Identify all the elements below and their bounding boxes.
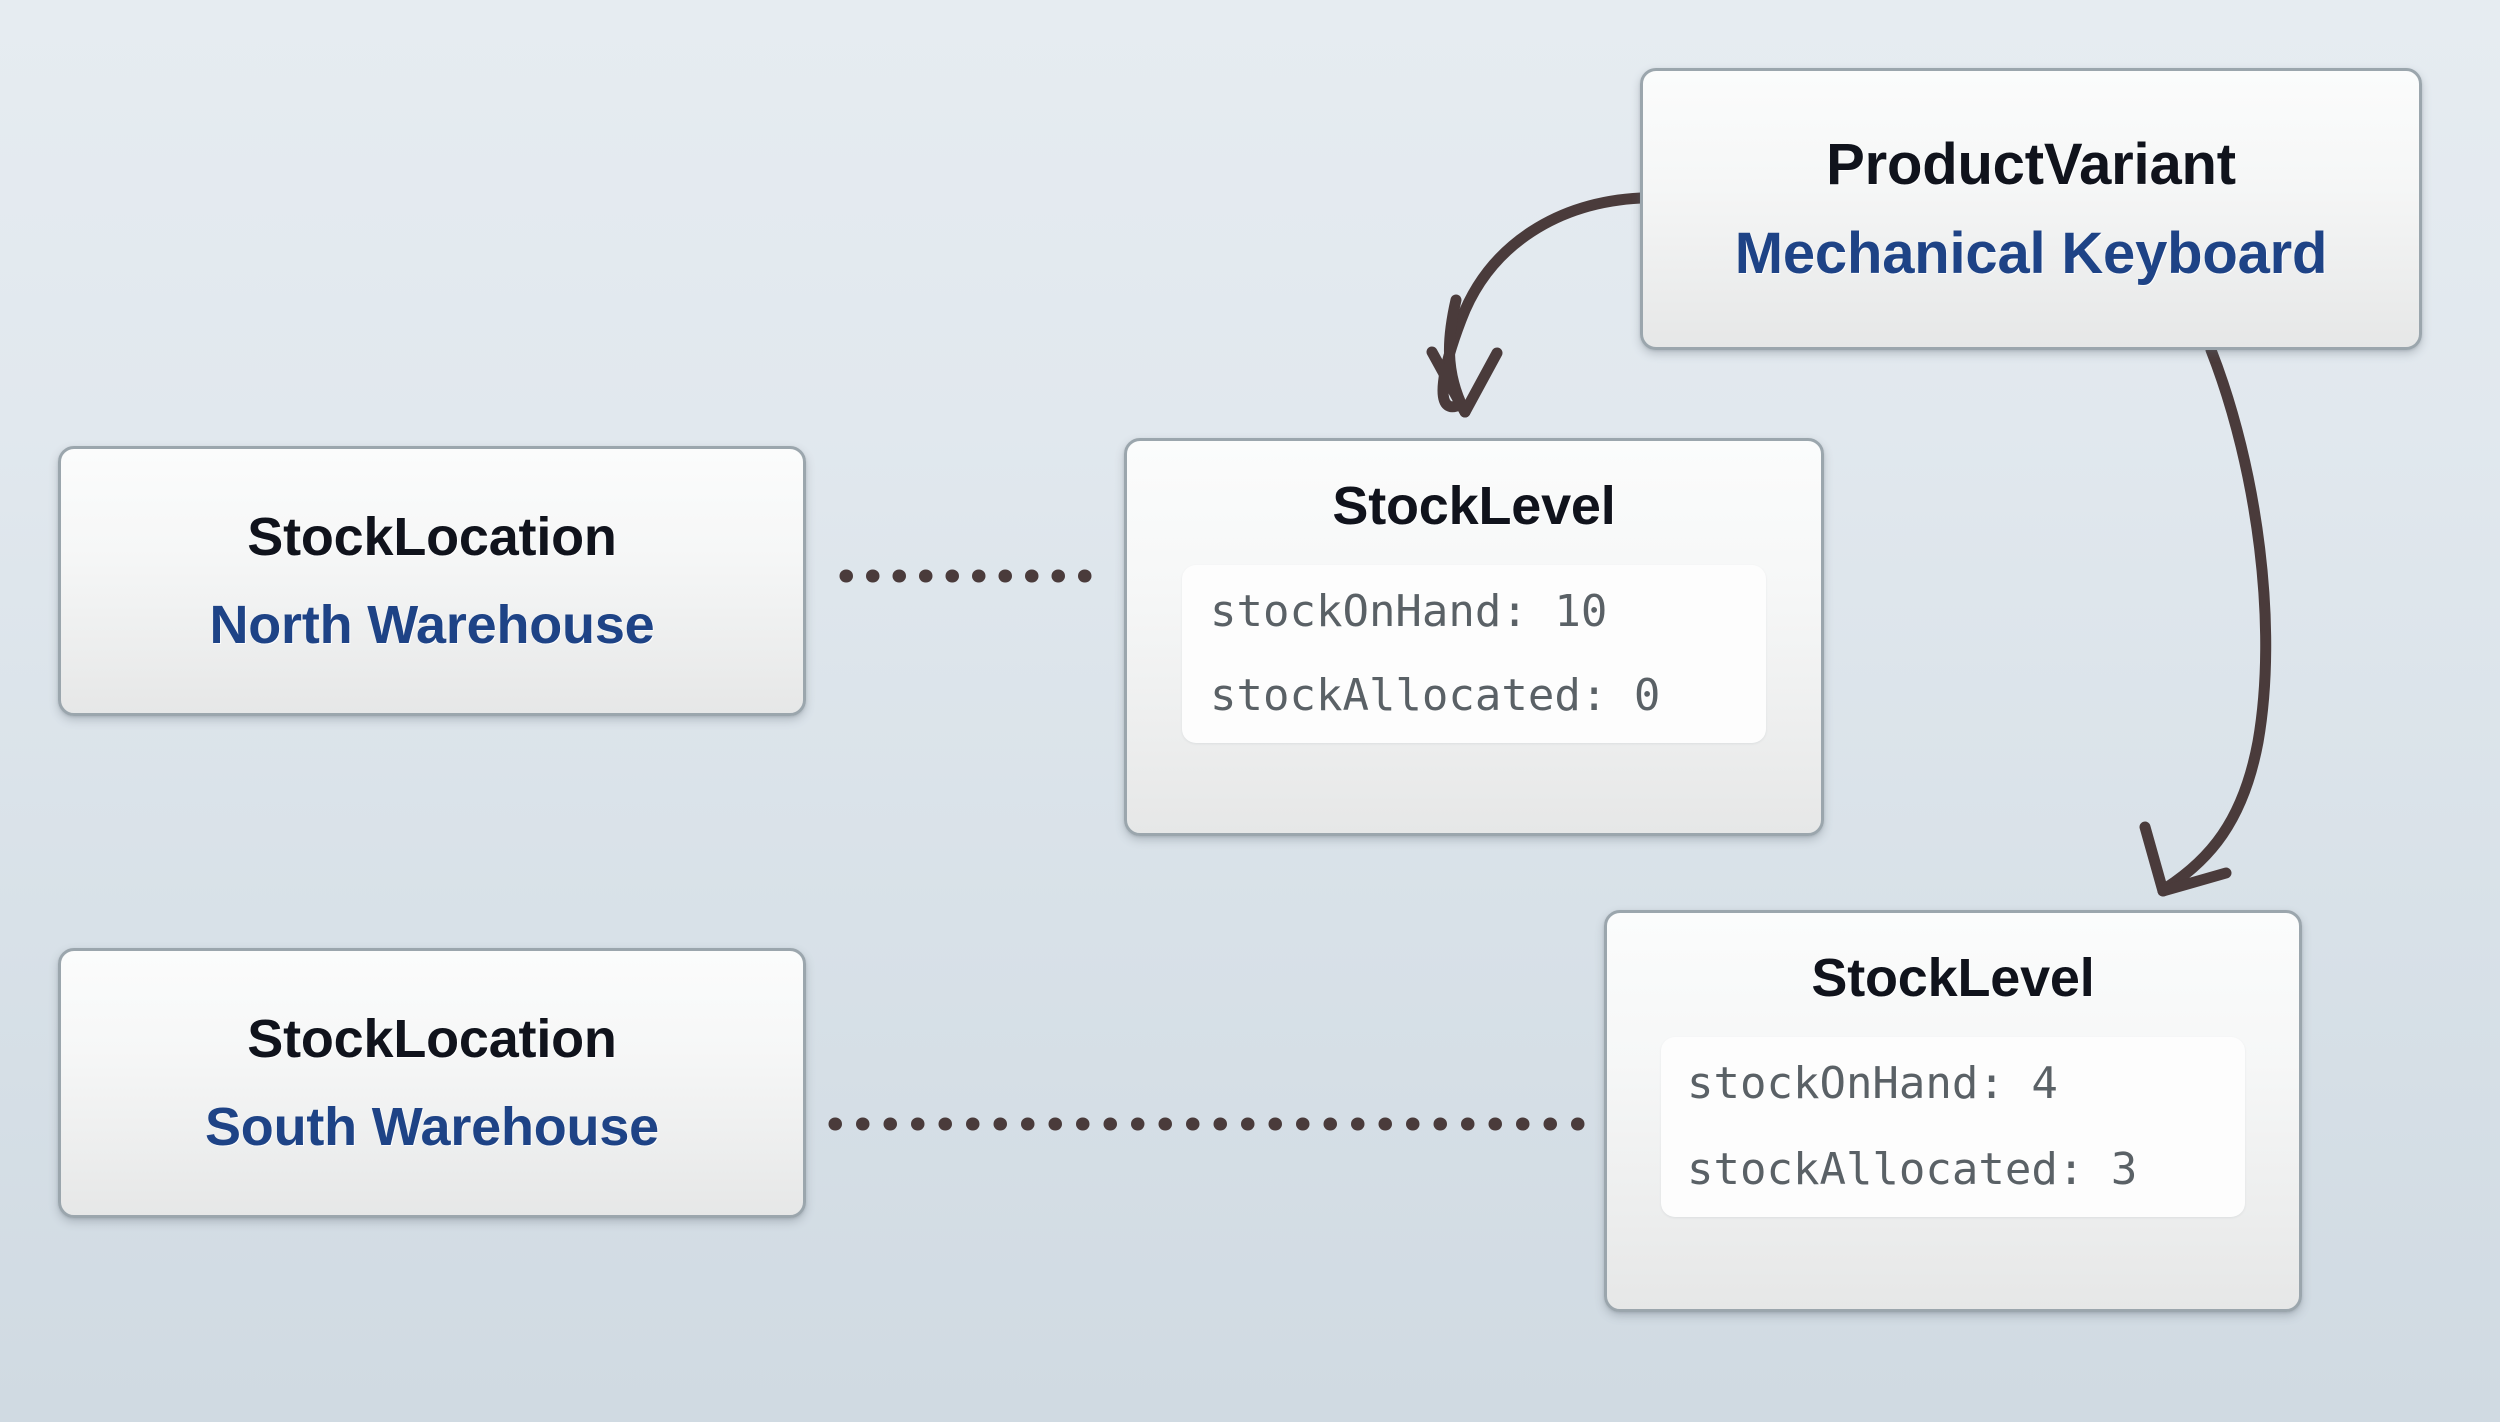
node-type-label: StockLocation	[247, 507, 617, 567]
node-stock-location-north[interactable]: StockLocation North Warehouse	[58, 446, 806, 716]
node-type-label: ProductVariant	[1826, 132, 2236, 197]
edge-variant-to-stocklevel-north	[1426, 192, 1647, 418]
node-name-label: Mechanical Keyboard	[1734, 221, 2328, 286]
edge-variant-to-stocklevel-south	[2139, 344, 2272, 897]
stock-level-fields: stockOnHand: 4 stockAllocated: 3	[1661, 1037, 2245, 1217]
node-product-variant[interactable]: ProductVariant Mechanical Keyboard	[1640, 68, 2422, 350]
node-stock-location-south[interactable]: StockLocation South Warehouse	[58, 948, 806, 1218]
node-name-label: South Warehouse	[204, 1097, 660, 1157]
node-type-label: StockLevel	[1332, 476, 1616, 536]
stock-level-fields: stockOnHand: 10 stockAllocated: 0	[1182, 565, 1766, 743]
node-name-label: North Warehouse	[209, 595, 655, 655]
node-type-label: StockLevel	[1811, 948, 2095, 1008]
field-stock-allocated: stockAllocated: 0	[1210, 670, 1661, 721]
node-stock-level-north[interactable]: StockLevel stockOnHand: 10 stockAllocate…	[1124, 438, 1824, 836]
node-stock-level-south[interactable]: StockLevel stockOnHand: 4 stockAllocated…	[1604, 910, 2302, 1312]
field-stock-on-hand: stockOnHand: 4	[1687, 1058, 2058, 1109]
field-stock-allocated: stockAllocated: 3	[1687, 1144, 2138, 1195]
field-stock-on-hand: stockOnHand: 10	[1210, 586, 1608, 637]
node-type-label: StockLocation	[247, 1009, 617, 1069]
